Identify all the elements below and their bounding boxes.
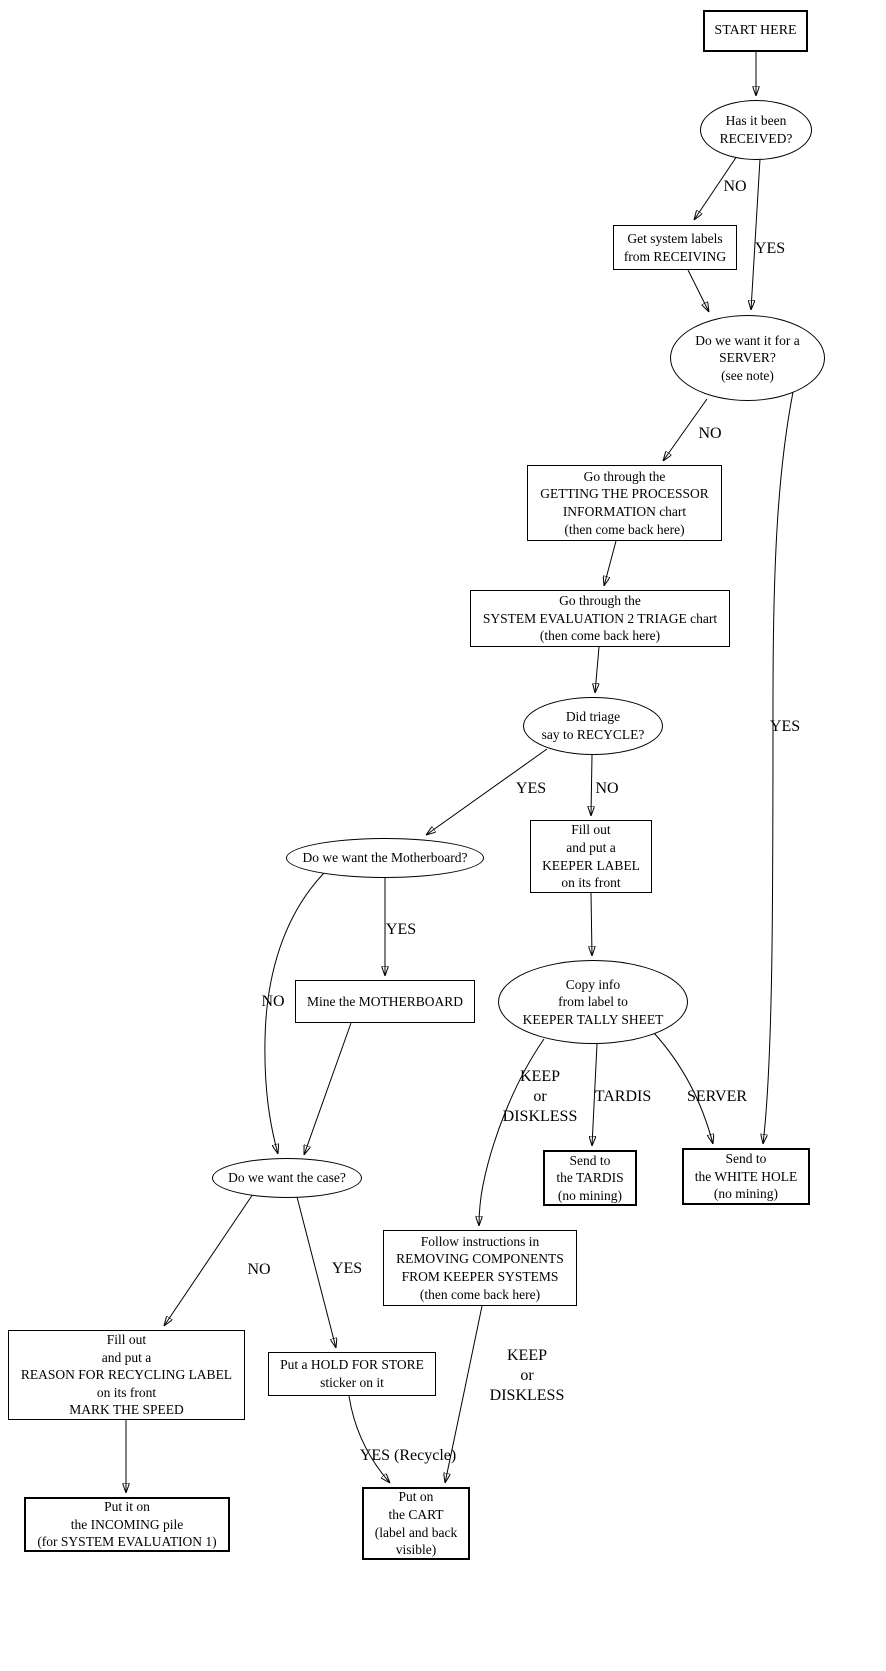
edge-label-triage-no: NO	[595, 780, 619, 797]
edge-recycle-yes-to-motherboard	[426, 748, 548, 835]
edge-label-motherboard-no: NO	[261, 993, 285, 1010]
edge-label-removing-keep: KEEP or DISKLESS	[489, 1347, 565, 1404]
edge-label-tally-server: SERVER	[686, 1088, 748, 1105]
edge-case-no-to-recycling	[164, 1193, 254, 1326]
node-processor-chart-label: Go through the GETTING THE PROCESSOR INF…	[540, 468, 709, 537]
node-mine-motherboard: Mine the MOTHERBOARD	[295, 980, 475, 1023]
edge-received-no-to-get-labels	[694, 155, 738, 220]
edge-processor-to-triage	[604, 540, 617, 586]
node-motherboard-question: Do we want the Motherboard?	[286, 838, 484, 878]
node-start-label: START HERE	[714, 22, 797, 38]
node-send-to-tardis: Send to the TARDIS (no mining)	[543, 1150, 637, 1206]
node-keeper-tally-sheet: Copy info from label to KEEPER TALLY SHE…	[498, 960, 688, 1044]
node-send-to-white-hole-label: Send to the WHITE HOLE (no mining)	[694, 1151, 798, 1202]
edge-server-yes-to-white-hole	[763, 391, 794, 1144]
edge-label-tally-keep: KEEP or DISKLESS	[502, 1068, 578, 1125]
node-send-to-tardis-label: Send to the TARDIS (no mining)	[556, 1152, 624, 1203]
node-recycling-label-label: Fill out and put a REASON FOR RECYCLING …	[20, 1332, 233, 1418]
node-received-question: Has it been RECEIVED?	[700, 100, 812, 160]
node-server-question: Do we want it for a SERVER? (see note)	[670, 315, 825, 401]
edge-label-received-yes: YES	[754, 240, 786, 257]
edge-case-yes-to-hold	[296, 1196, 336, 1348]
edge-label-triage-yes: YES	[515, 780, 547, 797]
node-incoming-pile: Put it on the INCOMING pile (for SYSTEM …	[24, 1497, 230, 1552]
edge-label-received-no: NO	[723, 178, 747, 195]
edge-hold-recycle-to-cart	[348, 1395, 390, 1483]
node-processor-chart: Go through the GETTING THE PROCESSOR INF…	[527, 465, 722, 541]
node-recycling-label: Fill out and put a REASON FOR RECYCLING …	[8, 1330, 245, 1420]
node-hold-for-store-label: Put a HOLD FOR STORE sticker on it	[280, 1357, 424, 1390]
edge-tally-server-to-white-hole	[653, 1032, 713, 1144]
edge-received-yes-to-server	[751, 158, 761, 310]
edge-tally-keep-to-removing	[479, 1038, 545, 1226]
edge-label-hold-recycle: YES (Recycle)	[359, 1447, 457, 1464]
node-keeper-tally-sheet-label: Copy info from label to KEEPER TALLY SHE…	[522, 976, 664, 1027]
edge-removing-keep-to-cart	[445, 1305, 483, 1483]
node-motherboard-question-label: Do we want the Motherboard?	[302, 850, 468, 866]
node-removing-components-label: Follow instructions in REMOVING COMPONEN…	[396, 1233, 564, 1302]
node-triage-chart-label: Go through the SYSTEM EVALUATION 2 TRIAG…	[482, 593, 718, 644]
node-cart: Put on the CART (label and back visible)	[362, 1487, 470, 1560]
edge-server-no-to-processor	[663, 398, 708, 461]
node-triage-chart: Go through the SYSTEM EVALUATION 2 TRIAG…	[470, 590, 730, 647]
node-start: START HERE	[703, 10, 808, 52]
node-keeper-label-label: Fill out and put a KEEPER LABEL on its f…	[542, 822, 640, 891]
node-removing-components: Follow instructions in REMOVING COMPONEN…	[383, 1230, 577, 1306]
node-incoming-pile-label: Put it on the INCOMING pile (for SYSTEM …	[37, 1499, 217, 1550]
edge-motherboard-no-to-case	[264, 872, 325, 1154]
node-get-system-labels-label: Get system labels from RECEIVING	[623, 230, 727, 264]
node-server-question-label: Do we want it for a SERVER? (see note)	[695, 332, 800, 383]
node-mine-motherboard-label: Mine the MOTHERBOARD	[307, 993, 463, 1009]
node-triage-recycle-label: Did triage say to RECYCLE?	[541, 709, 645, 742]
node-get-system-labels: Get system labels from RECEIVING	[613, 225, 737, 270]
edge-label-server-no: NO	[698, 425, 722, 442]
edge-triage-to-recycle-q	[595, 646, 600, 693]
node-send-to-white-hole: Send to the WHITE HOLE (no mining)	[682, 1148, 810, 1205]
edge-label-case-no: NO	[247, 1261, 271, 1278]
node-case-question: Do we want the case?	[212, 1158, 362, 1198]
node-cart-label: Put on the CART (label and back visible)	[374, 1489, 458, 1558]
edge-recycle-no-to-keeper	[591, 754, 592, 816]
edge-label-case-yes: YES	[331, 1260, 363, 1277]
node-keeper-label: Fill out and put a KEEPER LABEL on its f…	[530, 820, 652, 893]
node-received-label: Has it been RECEIVED?	[719, 113, 793, 146]
node-case-question-label: Do we want the case?	[228, 1170, 346, 1186]
edge-keeper-to-tally	[591, 892, 592, 956]
edge-tally-tardis-to-tardis	[592, 1043, 598, 1146]
edge-get-labels-to-server	[687, 269, 709, 312]
edge-label-motherboard-yes: YES	[385, 921, 417, 938]
edge-label-tally-tardis: TARDIS	[594, 1088, 652, 1105]
node-triage-recycle-question: Did triage say to RECYCLE?	[523, 697, 663, 755]
edge-label-server-yes: YES	[769, 718, 801, 735]
edge-mine-to-case	[304, 1022, 352, 1155]
node-hold-for-store: Put a HOLD FOR STORE sticker on it	[268, 1352, 436, 1396]
